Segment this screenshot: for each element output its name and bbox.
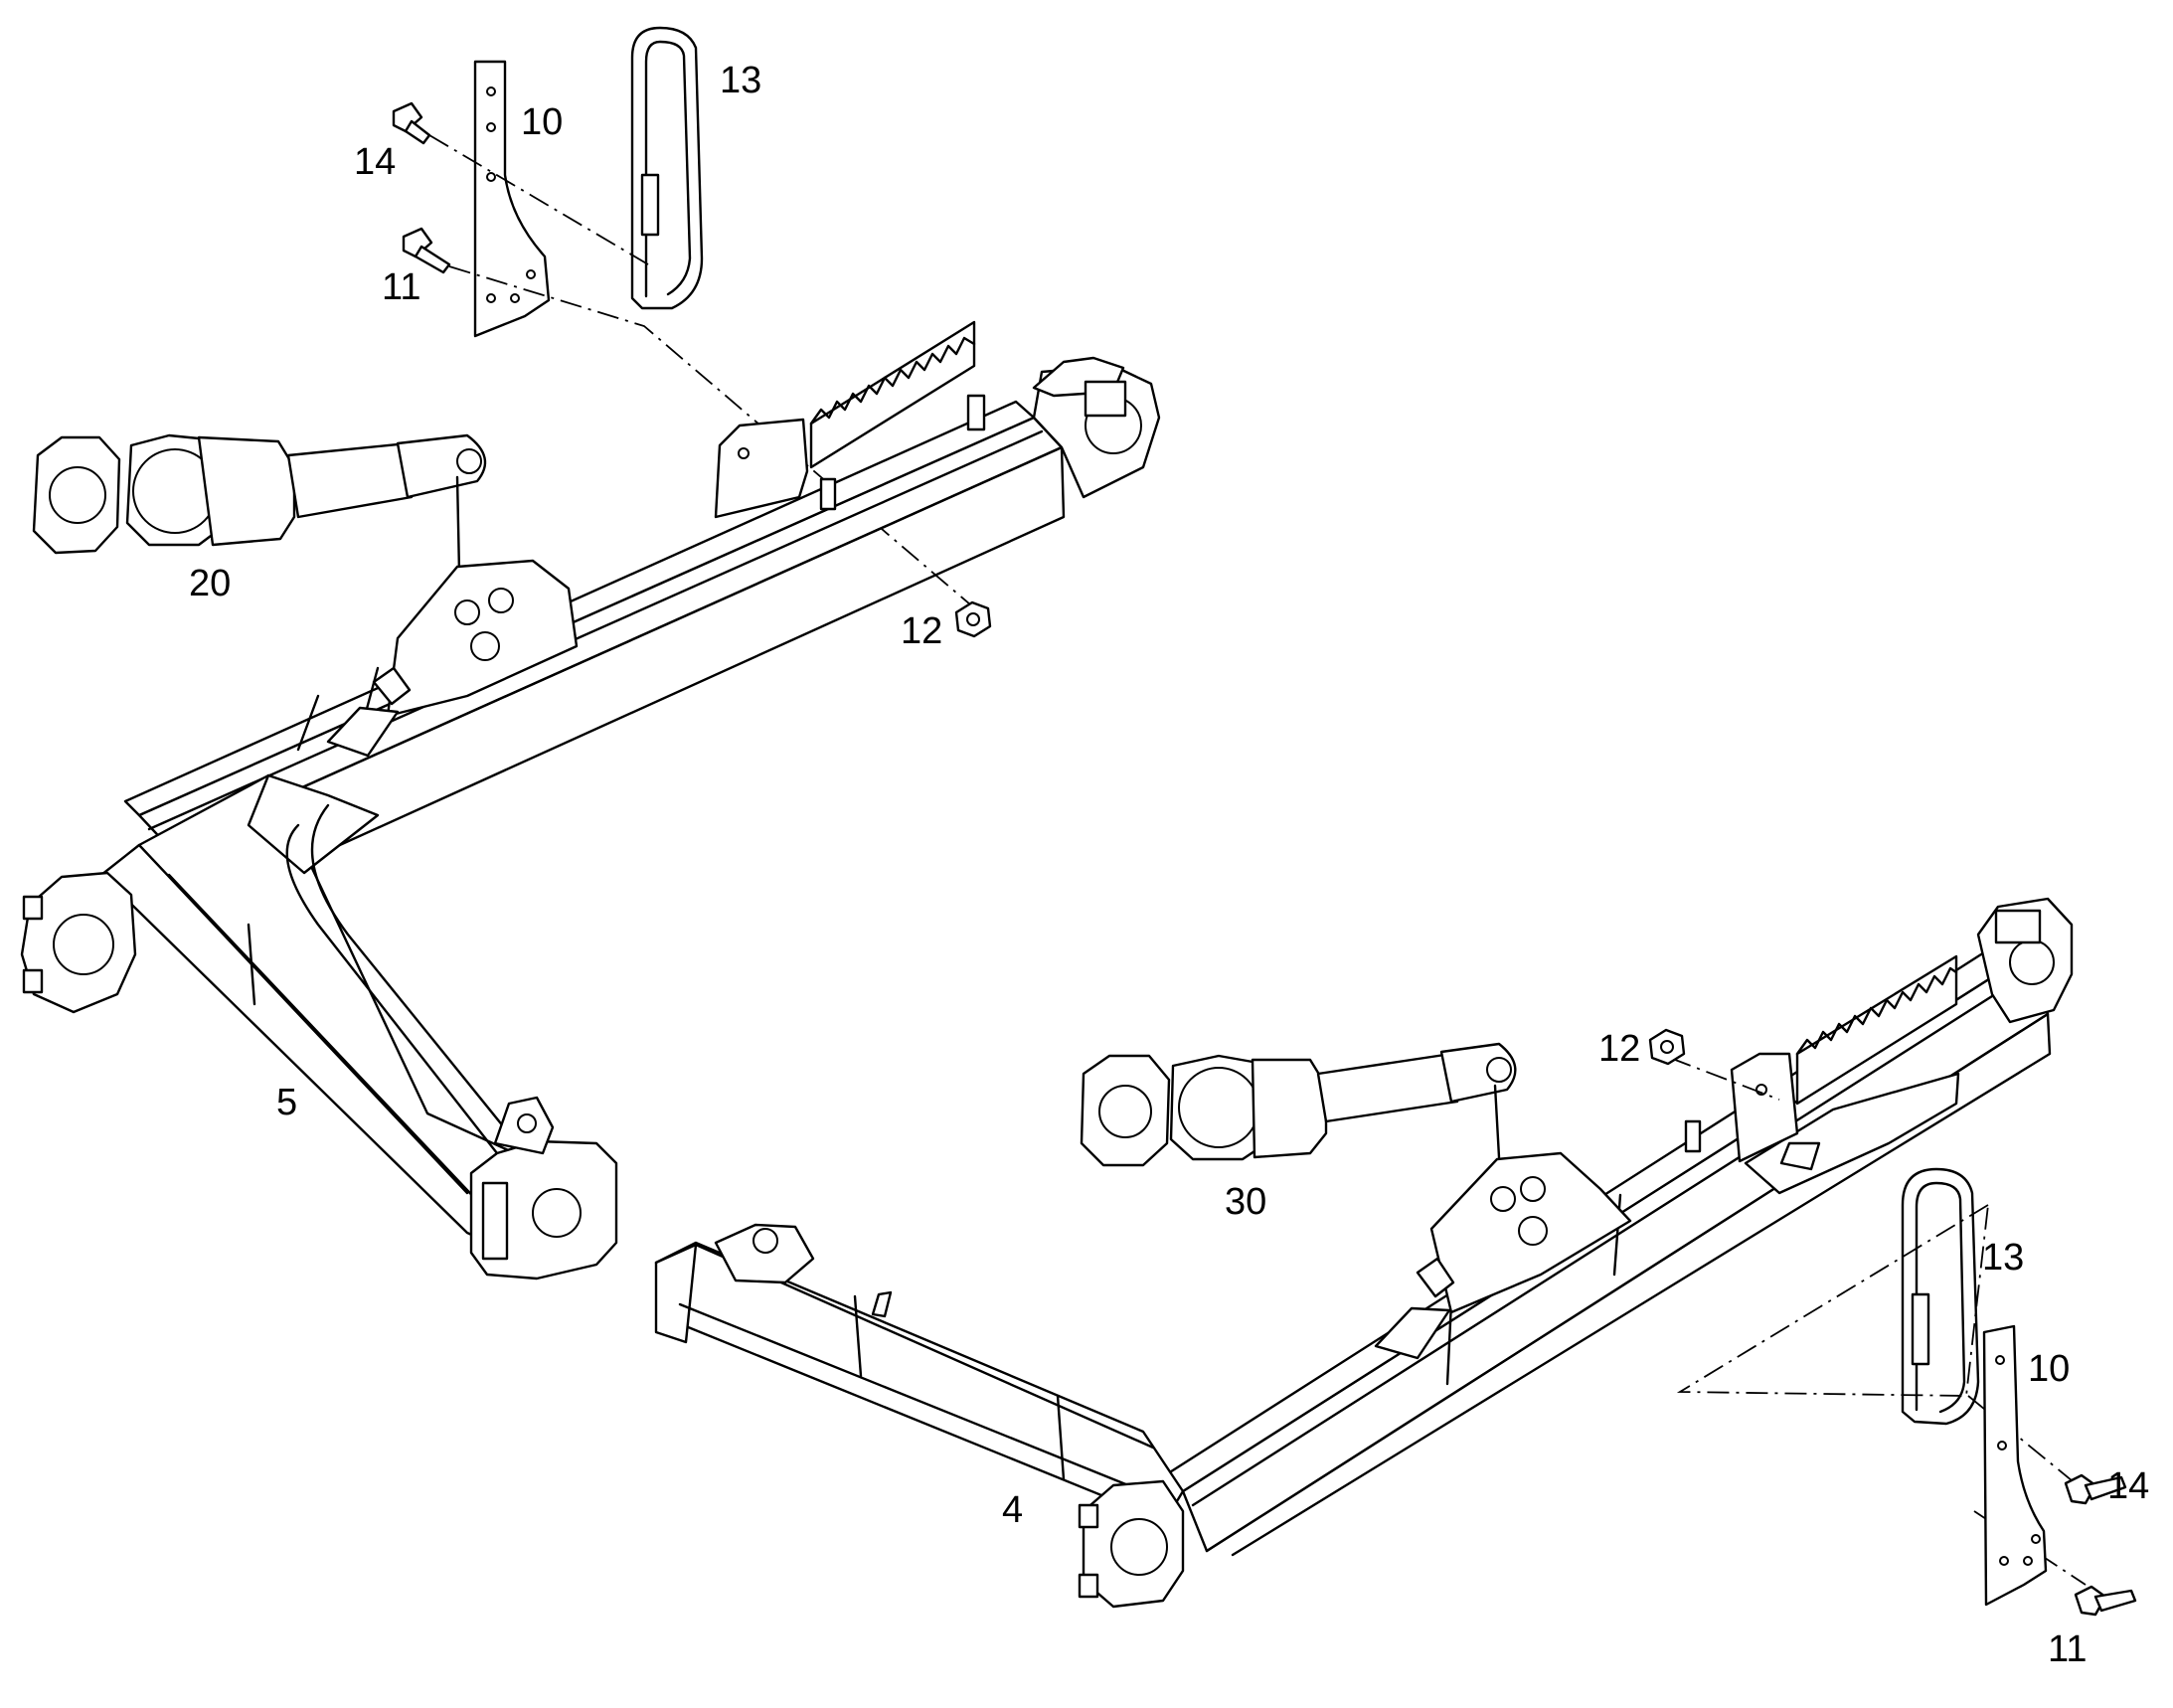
nut-12-bottom	[1648, 1028, 1686, 1066]
bracket-plate-top	[473, 60, 551, 338]
cylinder-30	[1080, 1042, 1517, 1167]
bolt-11-bottom	[2074, 1585, 2137, 1617]
callout-12-top: 12	[901, 610, 943, 652]
pivot-bracket-bottom	[1374, 1151, 1632, 1360]
grab-handle-top	[630, 26, 704, 310]
callout-13-bottom: 13	[1982, 1237, 2025, 1279]
cylinder-20	[32, 433, 487, 555]
coupling-left	[20, 871, 137, 1014]
callout-10-bottom: 10	[2028, 1348, 2071, 1390]
callout-4: 4	[1002, 1489, 1024, 1531]
leader-20	[455, 475, 461, 575]
assembly-line-top	[428, 134, 985, 617]
callout-30: 30	[1225, 1181, 1267, 1223]
assembly-line-bottom	[1669, 1057, 2087, 1586]
callout-14-top: 14	[354, 141, 397, 183]
toothed-rack-top	[809, 320, 986, 469]
bolt-14-bottom	[2064, 1473, 2127, 1505]
callout-11-top: 11	[382, 266, 421, 308]
leader-30	[1493, 1084, 1501, 1159]
pivot-bracket-top	[326, 559, 579, 758]
callout-10-top: 10	[521, 101, 564, 143]
end-bracket-bottom-right	[1976, 897, 2074, 1024]
callout-20: 20	[189, 563, 232, 604]
callout-14-bottom: 14	[2107, 1465, 2150, 1507]
mount-plate-bottom	[1684, 1052, 1799, 1163]
nut-12-top	[954, 600, 992, 638]
callout-12-bottom: 12	[1598, 1028, 1641, 1070]
callout-13-top: 13	[720, 60, 762, 101]
toothed-rack-bottom	[1744, 954, 1960, 1195]
grab-handle-bottom	[1901, 1167, 1980, 1426]
end-bracket-top-right	[1032, 356, 1161, 499]
callout-11-bottom: 11	[2048, 1628, 2088, 1670]
callout-5: 5	[276, 1082, 298, 1123]
bolt-14-top	[392, 101, 431, 145]
v-frame-right-arm	[654, 1223, 1185, 1523]
mount-plate-top	[714, 418, 837, 519]
coupling-bottom	[1078, 1479, 1185, 1609]
coupling-center	[469, 1096, 618, 1281]
bracket-plate-bottom	[1982, 1324, 2048, 1607]
bolt-11-top	[402, 227, 451, 274]
